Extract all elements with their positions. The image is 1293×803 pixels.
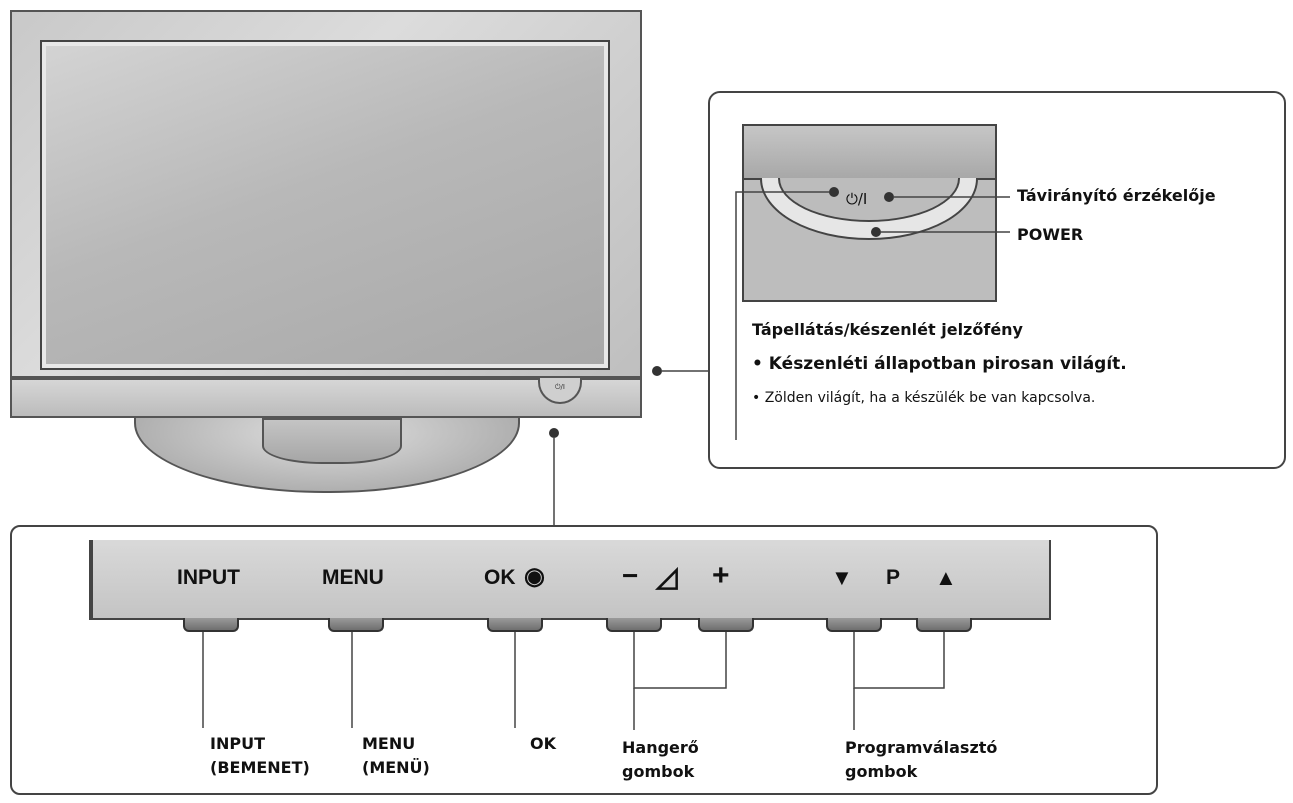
program-down-key bbox=[826, 618, 882, 632]
program-leader bbox=[853, 632, 945, 689]
program-p-label: P bbox=[886, 566, 901, 589]
program-caption-line2: gombok bbox=[845, 762, 918, 781]
program-up-key bbox=[916, 618, 972, 632]
tv-power-notch-text: ⏻/I bbox=[555, 383, 565, 391]
ok-caption: OK bbox=[530, 734, 556, 753]
volume-caption-line1: Hangerő bbox=[622, 738, 699, 757]
indicator-title: Tápellátás/készenlét jelzőfény bbox=[752, 320, 1023, 339]
volume-down-key bbox=[606, 618, 662, 632]
remote-sensor-label: Távirányító érzékelője bbox=[1017, 186, 1216, 205]
program-caption: Programválasztó gombok bbox=[845, 736, 997, 784]
tv-bottom-bezel bbox=[10, 378, 642, 418]
volume-caption-line2: gombok bbox=[622, 762, 695, 781]
tv-screen bbox=[40, 40, 610, 370]
indicator-bullet-green: • Zölden világít, ha a készülék be van k… bbox=[752, 390, 1096, 406]
menu-key bbox=[328, 618, 384, 632]
menu-caption-line1: MENU bbox=[362, 734, 416, 753]
volume-minus-icon: − bbox=[622, 560, 639, 591]
tv-stand-neck bbox=[262, 418, 402, 464]
input-caption: INPUT (BEMENET) bbox=[210, 732, 310, 780]
standby-led-dot bbox=[829, 187, 839, 197]
power-button-dot bbox=[871, 227, 881, 237]
tv-indicator-callout-dot bbox=[652, 366, 662, 376]
input-caption-line1: INPUT bbox=[210, 734, 265, 753]
control-bar bbox=[89, 540, 1051, 620]
volume-leader bbox=[633, 632, 727, 689]
ok-circle-icon: ◉ bbox=[524, 563, 545, 590]
input-caption-line2: (BEMENET) bbox=[210, 758, 310, 777]
power-label: POWER bbox=[1017, 225, 1084, 244]
volume-caption: Hangerő gombok bbox=[622, 736, 699, 784]
input-button-label: INPUT bbox=[177, 566, 240, 589]
program-down-icon: ▼ bbox=[831, 565, 853, 590]
program-caption-line1: Programválasztó bbox=[845, 738, 998, 757]
ok-button-label: OK bbox=[484, 566, 516, 589]
power-symbol: ⏻/I bbox=[846, 190, 868, 208]
volume-triangle-icon: ◿ bbox=[656, 561, 678, 592]
menu-button-label: MENU bbox=[322, 566, 384, 589]
indicator-bullet-red: • Készenléti állapotban pirosan világít. bbox=[752, 354, 1127, 374]
tv-controls-callout-dot bbox=[549, 428, 559, 438]
zoomed-bezel-strip bbox=[742, 124, 997, 180]
remote-sensor-dot bbox=[884, 192, 894, 202]
volume-up-key bbox=[698, 618, 754, 632]
standby-led-leader bbox=[735, 191, 829, 440]
menu-caption: MENU (MENÜ) bbox=[362, 732, 430, 780]
program-up-icon: ▲ bbox=[935, 565, 957, 590]
menu-caption-line2: (MENÜ) bbox=[362, 758, 430, 777]
input-key bbox=[183, 618, 239, 632]
volume-plus-icon: + bbox=[712, 559, 730, 592]
ok-key bbox=[487, 618, 543, 632]
